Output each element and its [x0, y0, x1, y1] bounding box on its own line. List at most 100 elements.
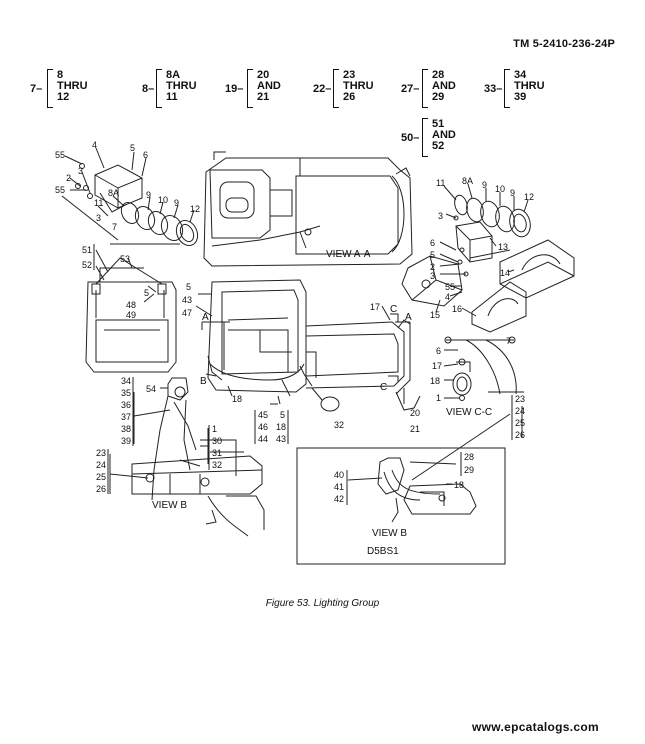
- group-lead: 19: [225, 83, 238, 95]
- callout: 5: [130, 143, 135, 153]
- group-item: 21: [257, 91, 270, 103]
- callout: 3: [438, 211, 443, 221]
- index-group-22: 22– 23 THRU 26: [313, 69, 383, 109]
- group-item: 8: [57, 69, 64, 81]
- callout: 2: [430, 262, 435, 272]
- callout: 41: [334, 482, 344, 492]
- callout: 3: [96, 213, 101, 223]
- callouts-cab-left: 51 52 53 5 48 49: [82, 245, 149, 320]
- view-b-box-code: D5BS1: [367, 546, 399, 557]
- callout: 39: [121, 436, 131, 446]
- callout: 17: [432, 361, 442, 371]
- callouts-lamp-top-left: 55 4 5 6 2 3 55 8A 9 10 9 12 11 3 7: [55, 140, 200, 232]
- callout: 52: [82, 260, 92, 270]
- callout: 18: [430, 376, 440, 386]
- callout: 8A: [462, 176, 473, 186]
- callout: 43: [182, 295, 192, 305]
- callout-brackets: [93, 244, 513, 505]
- callouts-cab-main: 5 43 47 17 18 45 46 44 5 18 43 32 20 21: [182, 282, 420, 444]
- callout: 1: [212, 424, 217, 434]
- callout: 53: [120, 254, 130, 264]
- view-b-detail-box: [296, 406, 523, 565]
- callout: 5: [280, 410, 285, 420]
- callout: 7: [112, 222, 117, 232]
- callout: 31: [212, 448, 222, 458]
- view-c-c-label: VIEW C-C: [446, 407, 492, 418]
- group-item: 34: [514, 69, 527, 81]
- callout: 37: [121, 412, 131, 422]
- group-item: 8A: [166, 69, 181, 81]
- callout: 10: [158, 195, 168, 205]
- main-cab-drawing: [195, 279, 421, 412]
- group-item: THRU: [343, 80, 374, 92]
- callout: 51: [82, 245, 92, 255]
- callouts-lamp-top-right: 11 8A 9 10 9 12 3 13 6 5 2 3 55 4 14 15 …: [430, 176, 534, 320]
- callout: 9: [146, 190, 151, 200]
- callout: 13: [498, 242, 508, 252]
- callout: 1: [436, 393, 441, 403]
- callout: 44: [258, 434, 268, 444]
- callout: 55: [445, 282, 455, 292]
- callout: 30: [212, 436, 222, 446]
- callout: 18: [454, 480, 464, 490]
- section-mark-b: B: [200, 376, 207, 387]
- callout: 48: [126, 300, 136, 310]
- view-b-left-drawing: [109, 377, 265, 537]
- lamp-assembly-top-right: [401, 183, 575, 333]
- callout: 49: [126, 310, 136, 320]
- callout: 5: [186, 282, 191, 292]
- group-item: THRU: [57, 80, 88, 92]
- callout: 16: [452, 304, 462, 314]
- callout: 24: [515, 406, 525, 416]
- callout: 47: [182, 308, 192, 318]
- callout: 12: [190, 204, 200, 214]
- callout: 4: [445, 292, 450, 302]
- callout: 9: [174, 198, 179, 208]
- callout: 32: [212, 460, 222, 470]
- lamp-assembly-top-left: [61, 147, 199, 247]
- callout: 8A: [108, 188, 119, 198]
- view-a-a-label: VIEW A-A: [326, 249, 371, 260]
- index-group-33: 33– 34 THRU 39: [484, 69, 554, 109]
- group-lead: 50: [401, 132, 414, 144]
- callout: 18: [232, 394, 242, 404]
- view-b-box-label: VIEW B: [372, 528, 407, 539]
- callout: 6: [430, 238, 435, 248]
- section-mark-c-top: C: [390, 304, 397, 315]
- callouts-view-b-left: 34 35 36 37 38 39 54 1 30 31 32 23 24 25…: [96, 376, 222, 494]
- index-group-7: 7– 8 THRU 12: [30, 69, 90, 109]
- group-lead: 22: [313, 83, 326, 95]
- index-group-27: 27– 28 AND 29: [401, 69, 471, 109]
- view-a-a-drawing: [203, 151, 413, 267]
- view-c-c-drawing: [443, 336, 524, 401]
- callout: 45: [258, 410, 268, 420]
- group-item: 29: [432, 91, 445, 103]
- callout: 55: [55, 150, 65, 160]
- callout: 6: [436, 346, 441, 356]
- callout: 42: [334, 494, 344, 504]
- group-lead: 33: [484, 83, 497, 95]
- index-group-8: 8– 8A THRU 11: [142, 69, 202, 109]
- callout: 23: [515, 394, 525, 404]
- callout: 46: [258, 422, 268, 432]
- callout: 5: [430, 250, 435, 260]
- left-cab-drawing: [85, 249, 177, 373]
- group-item: 12: [57, 91, 70, 103]
- callout: 2: [66, 173, 71, 183]
- group-item: 20: [257, 69, 270, 81]
- group-item: 28: [432, 69, 445, 81]
- group-lead: 8: [142, 83, 149, 95]
- group-item: 39: [514, 91, 527, 103]
- callout: 43: [276, 434, 286, 444]
- callout: 35: [121, 388, 131, 398]
- callout: 11: [436, 178, 445, 188]
- callout: 17: [370, 302, 380, 312]
- group-item: AND: [432, 129, 456, 141]
- callout: 54: [146, 384, 156, 394]
- callout: 55: [55, 185, 65, 195]
- callout: 7: [506, 336, 511, 346]
- index-group-50: 50– 51 AND 52: [401, 118, 471, 158]
- callout: 34: [121, 376, 131, 386]
- callout: 32: [334, 420, 344, 430]
- callout: 26: [515, 430, 525, 440]
